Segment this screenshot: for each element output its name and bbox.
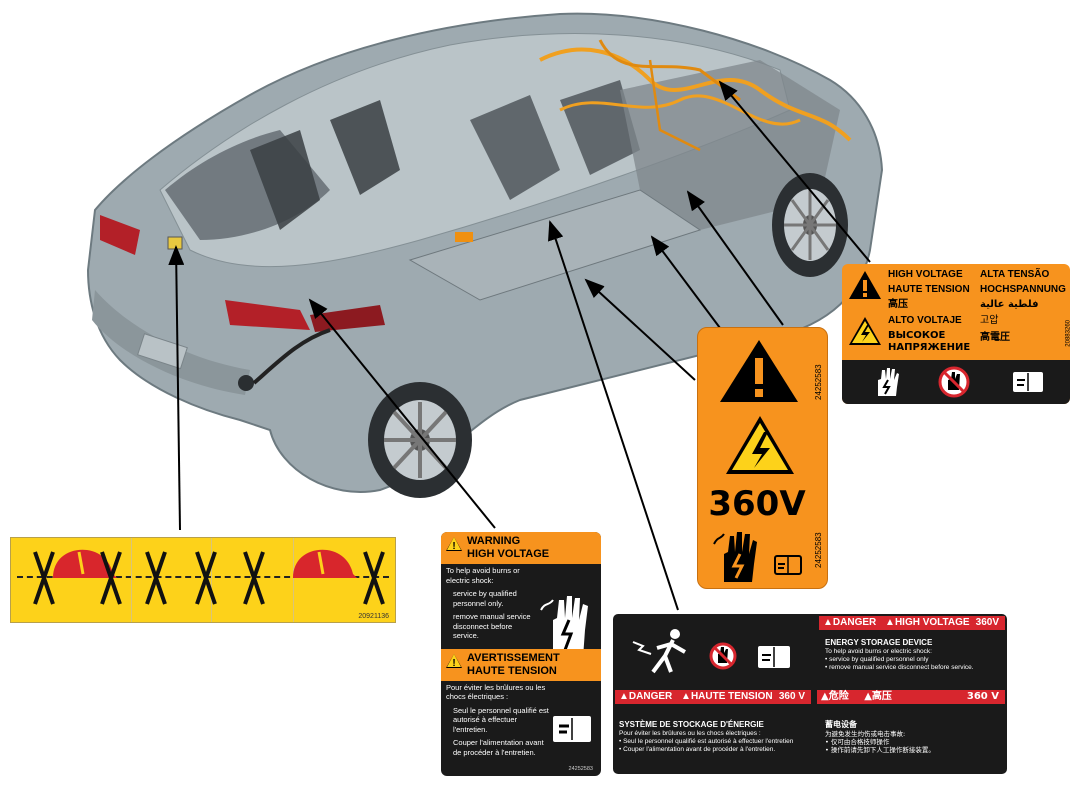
- danger-word: DANGER: [628, 691, 673, 702]
- french-intro: Pour éviter les brûlures ou les chocs él…: [446, 682, 546, 702]
- voltage-word: 360 V: [966, 691, 999, 702]
- french-heading: SYSTÈME DE STOCKAGE D'ÉNERGIE: [619, 720, 764, 729]
- warning-title: WARNING: [467, 535, 521, 547]
- high-voltage-word: HIGH VOLTAGE: [894, 617, 970, 628]
- english-bullet-2: • remove manual service disconnect befor…: [825, 664, 974, 671]
- danger-word: 危险: [828, 691, 849, 702]
- label-row-portuguese: ALTA TENSÃO: [980, 269, 1050, 280]
- electric-shock-hand-icon: [878, 368, 899, 396]
- electric-shock-hand-icon: [713, 532, 757, 582]
- service-manual-icon: [1013, 372, 1043, 392]
- front-wheel: [772, 173, 848, 277]
- electrocution-person-icon: [632, 629, 686, 674]
- chinese-bullet-1: • 仅可由合格技师操作: [825, 738, 890, 746]
- label-divider: [211, 538, 212, 622]
- exclamation-triangle-icon: [720, 340, 798, 402]
- part-number-top: 24252583: [814, 364, 823, 400]
- label-row-korean: 고압: [980, 315, 999, 326]
- label-row-english: HIGH VOLTAGE: [888, 269, 963, 280]
- label-row-french: HAUTE TENSION: [888, 284, 970, 295]
- english-intro: To help avoid burns or electric shock:: [446, 566, 520, 585]
- danger-label: ▲ DANGER ▲ HIGH VOLTAGE 360V ENERGY STOR…: [613, 614, 1007, 774]
- french-bullet-1-text: Seul le personnel qualifié est autorisé …: [623, 738, 794, 745]
- danger-bar-french: ▲ DANGER ▲ HAUTE TENSION 360 V: [615, 690, 811, 704]
- label-row-german: HOCHSPANNUNG: [980, 284, 1066, 295]
- danger-bar-chinese: ▲ 危险 ▲ 高压 360 V: [817, 690, 1005, 704]
- label-row-arabic: فلطية عالية: [980, 299, 1039, 310]
- cutter-icon: [363, 551, 385, 605]
- firefighter-helmet-icon: [293, 549, 357, 578]
- multilingual-label: HIGH VOLTAGE HAUTE TENSION 高压 ALTO VOLTA…: [842, 264, 1070, 404]
- svg-text:!: !: [452, 541, 455, 552]
- high-voltage-word: HAUTE TENSION: [690, 691, 773, 702]
- french-subtitle: HAUTE TENSION: [467, 664, 557, 677]
- no-touch-icon: [709, 642, 737, 670]
- cutter-icon: [195, 551, 217, 605]
- voltage-value: 360V: [708, 484, 806, 524]
- french-bullet-2: Couper l'alimentation avant de procéder …: [453, 738, 544, 757]
- danger-bar-english: ▲ DANGER ▲ HIGH VOLTAGE 360V: [819, 616, 1005, 630]
- chinese-bullet-2: • 操作前请先卸下人工操作断接装置。: [825, 746, 935, 754]
- high-voltage-icon: [726, 416, 794, 474]
- label-row-russian-2: НАПРЯЖЕНИЕ: [888, 342, 971, 353]
- label-row-chinese: 高压: [888, 299, 908, 310]
- label-divider: [131, 538, 132, 622]
- high-voltage-icon: [849, 317, 881, 345]
- service-manual-icon: [774, 555, 802, 575]
- french-intro: Pour éviter les brûlures ou les chocs él…: [619, 730, 761, 737]
- chinese-bullet-2-text: 操作前请先卸下人工操作断接装置。: [830, 746, 935, 754]
- voltage-label: 360V 24252583 24252583: [697, 327, 828, 589]
- exclamation-triangle-icon: [849, 271, 881, 299]
- cut-line-label: 20921136: [10, 537, 396, 623]
- chinese-bullet-1-text: 仅可由合格技师操作: [830, 738, 890, 746]
- label-row-spanish: ALTO VOLTAJE: [888, 315, 962, 326]
- cutter-icon: [243, 551, 265, 605]
- svg-text:!: !: [452, 658, 455, 669]
- cutter-icon: [33, 551, 55, 605]
- english-bullet-1: • service by qualified personnel only: [825, 656, 929, 663]
- chinese-heading: 蓄电设备: [825, 720, 857, 729]
- danger-word: DANGER: [832, 617, 877, 628]
- label-icon-bar: [842, 360, 1070, 404]
- car-cutaway-illustration: [86, 12, 884, 498]
- part-number: 20921136: [358, 613, 389, 620]
- english-bullet-2-text: remove manual service disconnect before …: [829, 664, 974, 671]
- rear-wheel: [368, 382, 472, 498]
- voltage-word: 360V: [975, 617, 999, 628]
- english-bullet-1-text: service by qualified personnel only: [829, 656, 929, 663]
- warning-header: ! WARNING HIGH VOLTAGE: [441, 532, 601, 564]
- label-divider: [293, 538, 294, 622]
- cutter-icon: [100, 551, 122, 605]
- service-manual-icon: [553, 716, 591, 742]
- no-touch-icon: [938, 366, 970, 398]
- part-number: 24252583: [568, 766, 593, 772]
- voltage-word: 360 V: [778, 691, 805, 702]
- warning-label: ! WARNING HIGH VOLTAGE To help avoid bur…: [441, 532, 601, 776]
- label-row-japanese: 高電圧: [980, 332, 1010, 343]
- warning-triangle-icon: !: [446, 653, 462, 669]
- trunk-label-marker: [167, 236, 183, 250]
- high-voltage-word: 高压: [871, 691, 892, 702]
- firefighter-helmet-icon: [53, 549, 117, 578]
- part-number: 20883260: [1066, 320, 1070, 347]
- warning-subtitle: HIGH VOLTAGE: [467, 548, 550, 560]
- cutter-icon: [145, 551, 167, 605]
- french-bullet-1: • Seul le personnel qualifié est autoris…: [619, 738, 794, 745]
- french-bullet-2: • Couper l'alimentation avant de procéde…: [619, 746, 776, 753]
- english-bullet-1: service by qualified personnel only.: [453, 589, 517, 608]
- english-bullet-2: remove manual service disconnect before …: [453, 612, 531, 640]
- chinese-intro: 为避免发生灼伤或电击事故:: [825, 730, 906, 738]
- electric-shock-hand-icon: [540, 596, 588, 658]
- warning-triangle-icon: !: [446, 537, 462, 552]
- french-bullet-1: Seul le personnel qualifié est autorisé …: [453, 705, 549, 734]
- english-intro: To help avoid burns or electric shock:: [825, 648, 932, 655]
- french-header: ! AVERTISSEMENT HAUTE TENSION: [441, 648, 601, 681]
- french-bullet-2-text: Couper l'alimentation avant de procéder …: [623, 746, 776, 753]
- french-title: AVERTISSEMENT: [467, 651, 560, 664]
- label-row-russian-1: ВЫСОКОЕ: [888, 330, 946, 341]
- english-heading: ENERGY STORAGE DEVICE: [825, 638, 933, 647]
- service-manual-icon: [758, 646, 790, 668]
- part-number-bottom: 24252583: [814, 532, 823, 568]
- cut-line: [17, 576, 389, 578]
